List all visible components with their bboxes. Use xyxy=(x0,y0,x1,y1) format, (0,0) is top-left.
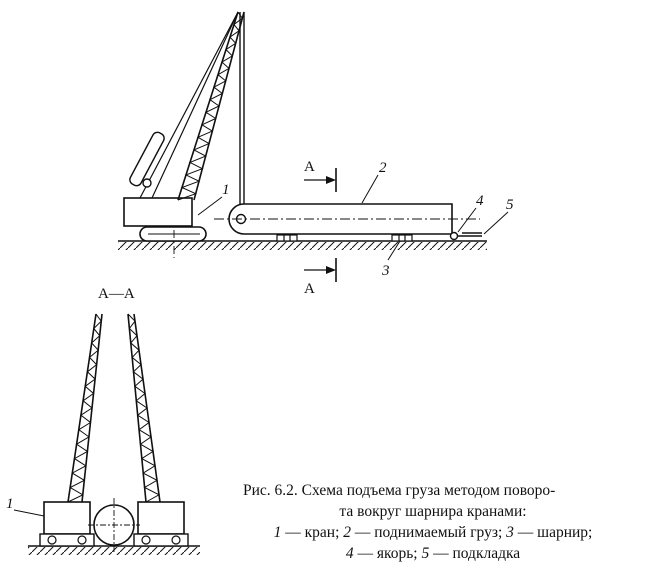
figure-caption: Рис. 6.2. Схема подъема груза методом по… xyxy=(233,480,633,564)
legend-text-5: — подкладка xyxy=(429,545,521,562)
left-crane xyxy=(39,313,103,547)
label-anchor: 4 xyxy=(476,193,484,209)
crane-pendant xyxy=(129,11,239,199)
section-title: А—А xyxy=(98,286,135,302)
lifted-load xyxy=(214,203,480,235)
side-elevation-view: А А 1 2 3 4 5 xyxy=(118,11,514,297)
section-mark-top: А xyxy=(304,159,337,192)
caption-line-1: Рис. 6.2. Схема подъема груза методом по… xyxy=(243,482,556,499)
right-crane xyxy=(127,313,189,547)
crane-body xyxy=(123,197,207,242)
section-view: А—А 1 xyxy=(6,286,200,555)
legend-num-4: 4 xyxy=(345,545,354,562)
ground-line xyxy=(118,240,487,250)
label-load: 2 xyxy=(379,160,387,176)
legend-num-2: 2 xyxy=(343,524,352,541)
caption-line-2: та вокруг шарнира кранами: xyxy=(339,503,527,520)
anchor xyxy=(449,231,482,241)
legend-text-1: — кран; xyxy=(281,524,344,541)
label-crane-section: 1 xyxy=(6,496,14,512)
legend-num-1: 1 xyxy=(273,524,282,541)
label-hinge: 3 xyxy=(381,263,390,279)
legend-text-3: — шарнир; xyxy=(513,524,593,541)
crane-boom xyxy=(177,11,245,201)
legend-text-2: — поднимаемый груз; xyxy=(351,524,507,541)
label-crane: 1 xyxy=(222,182,230,198)
load-cross-section xyxy=(88,498,140,552)
section-letter-bottom: А xyxy=(304,281,315,297)
legend-num-5: 5 xyxy=(421,545,430,562)
label-pad: 5 xyxy=(506,197,514,213)
legend-text-4: — якорь; xyxy=(353,545,422,562)
caption-legend-line-2: 4 — якорь; 5 — подкладка xyxy=(233,543,633,564)
hook-rope xyxy=(239,12,245,218)
section-letter-top: А xyxy=(304,159,315,175)
section-mark-bottom: А xyxy=(304,258,337,297)
caption-legend-line-1: 1 — кран; 2 — поднимаемый груз; 3 — шарн… xyxy=(233,522,633,543)
hinge-supports xyxy=(276,234,413,242)
legend-num-3: 3 xyxy=(506,524,514,541)
